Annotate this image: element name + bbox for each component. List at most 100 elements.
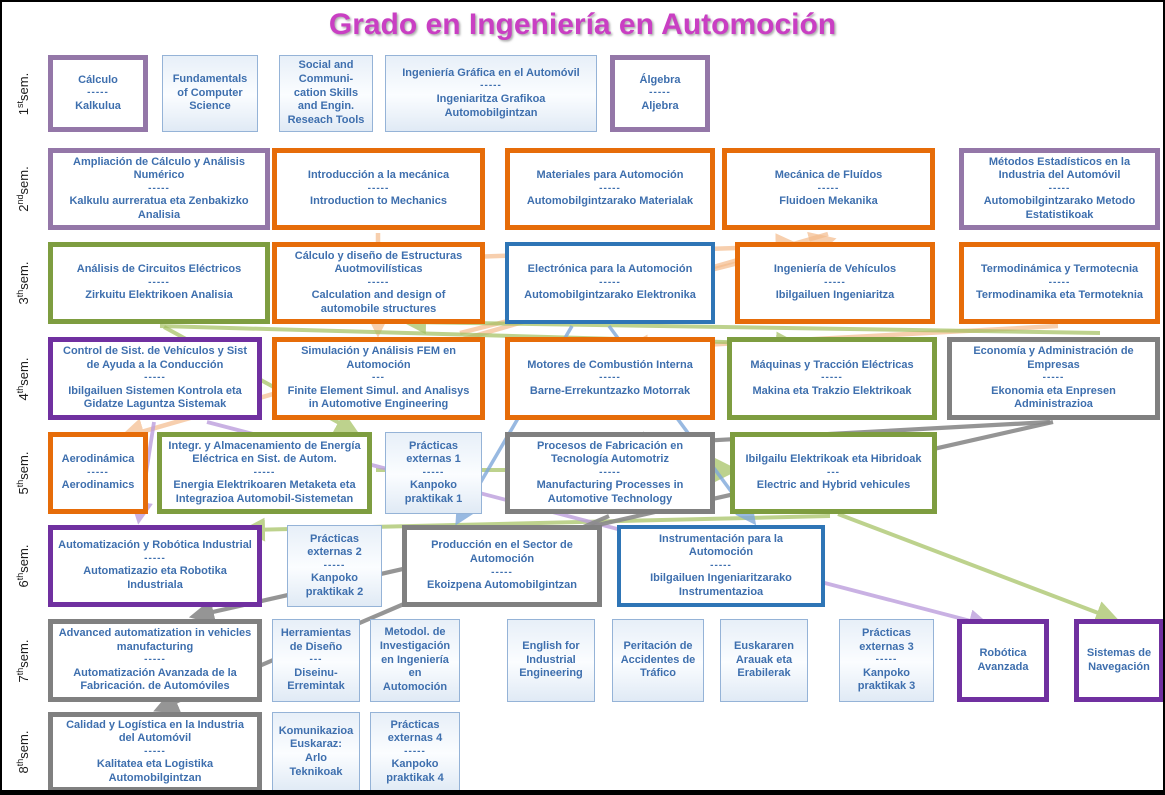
semester-label: 8thsem. [14, 730, 32, 774]
course-name: Kanpoko praktikak 1 [404, 479, 463, 505]
course-box: Peritación de Accidentes de Tráfico [612, 619, 704, 702]
course-box: Simulación y Análisis FEM en Automoción-… [272, 337, 485, 420]
course-name-separator: ----- [144, 745, 166, 757]
course-box: Máquinas y Tracción Eléctricas-----Makin… [727, 337, 937, 420]
course-name: Álgebra [639, 73, 681, 86]
course-name-separator: ----- [491, 566, 513, 578]
course-box: Aerodinámica-----Aerodinamics [48, 432, 148, 514]
course-box: Prácticas externas 1-----Kanpoko praktik… [385, 432, 482, 514]
course-name: Energia Elektrikoaren Metaketa eta Integ… [173, 479, 356, 505]
course-box: Euskararen Arauak eta Erabilerak [720, 619, 808, 702]
course-box: Ibilgailu Elektrikoak eta Hibridoak---El… [730, 432, 937, 514]
course-name: English for Industrial Engineering [519, 640, 583, 680]
course-name: Kanpoko praktikak 4 [386, 758, 444, 784]
course-name: Advanced automatization in vehicles manu… [58, 627, 252, 653]
semester-label: 4thsem. [14, 357, 32, 400]
course-name-separator: ----- [1048, 276, 1071, 288]
semester-label: 3thsem. [14, 261, 32, 305]
course-name: Procesos de Fabricación en Tecnología Au… [536, 439, 684, 466]
course-box: Termodinámica y Termotecnia-----Termodin… [959, 242, 1160, 324]
course-name: Calidad y Logística en la Industria del … [66, 718, 244, 745]
course-name: Fundamentals of Computer Science [172, 73, 248, 113]
course-name-separator: ----- [1042, 372, 1065, 384]
course-name: Kanpoko praktikak 2 [305, 572, 364, 598]
prerequisite-arrow [837, 512, 1120, 624]
course-box: Prácticas externas 2-----Kanpoko praktik… [287, 525, 382, 607]
course-name-separator: --- [309, 654, 323, 666]
course-name-separator: ----- [599, 372, 621, 384]
course-box: Cálculo y diseño de Estructuras Auotmovi… [272, 242, 485, 324]
course-box: Economía y Administración de Empresas---… [947, 337, 1160, 420]
course-name-separator: ----- [422, 466, 445, 478]
course-name: Diseinu-Erremintak [287, 666, 345, 693]
course-name-separator: ----- [599, 466, 621, 478]
course-name: Kalitatea eta Logistika Automobilgintzan [96, 758, 214, 784]
course-name: Calculation and design of automobile str… [311, 289, 446, 315]
course-box: Robótica Avanzada [957, 619, 1049, 702]
course-box: Métodos Estadísticos en la Industria del… [959, 148, 1160, 230]
course-box: Instrumentación para la Automoción-----I… [617, 525, 825, 607]
course-name: Prácticas externas 2 [307, 532, 362, 559]
course-box: Advanced automatization in vehicles manu… [48, 619, 262, 702]
course-name-separator: --- [372, 372, 385, 384]
course-box: Materiales para Automoción-----Automobil… [505, 148, 715, 230]
course-name: Robótica Avanzada [977, 646, 1029, 673]
course-name: Máquinas y Tracción Eléctricas [750, 358, 914, 371]
course-name: Aljebra [641, 99, 679, 112]
course-name: Fluidoen Mekanika [779, 195, 878, 208]
course-name-separator: ----- [144, 552, 166, 564]
course-name: Automatización Avanzada de la Fabricació… [73, 666, 237, 693]
course-name: Ingeniería Gráfica en el Automóvil [402, 66, 580, 79]
course-name: Barne-Errekuntzazko Motorrak [529, 384, 691, 397]
course-name: Kalkulu aurreratua eta Zenbakizko Analis… [69, 195, 249, 221]
course-name-separator: ----- [148, 276, 170, 288]
course-name-separator: ----- [824, 276, 846, 288]
course-name-separator: --- [827, 466, 840, 478]
course-name: Aerodinámica [61, 453, 135, 466]
semester-label: 2ndsem. [14, 166, 32, 212]
course-name: Ibilgailuen Ingeniaritza [775, 289, 895, 302]
course-name-separator: ----- [817, 182, 840, 194]
course-box: Introducción a la mecánica-----Introduct… [272, 148, 485, 230]
course-name-separator: ----- [367, 276, 390, 288]
course-name-separator: ----- [480, 80, 502, 92]
course-name-separator: ----- [87, 87, 109, 99]
course-name: Cálculo y diseño de Estructuras Auotmovi… [294, 249, 463, 276]
course-name: Automobilgintzarako Materialak [526, 195, 694, 208]
course-name: Instrumentación para la Automoción [658, 532, 784, 559]
semester-label: 5thsem. [14, 451, 32, 495]
course-box: Calidad y Logística en la Industria del … [48, 712, 262, 790]
course-box: Social and Communi-cation Skills and Eng… [279, 55, 373, 132]
course-box: Control de Sist. de Vehículos y Sist de … [48, 337, 262, 420]
course-box: Electrónica para la Automoción-----Autom… [505, 242, 715, 324]
course-name-separator: ----- [404, 745, 426, 757]
course-name: Electric and Hybrid vehicules [756, 479, 911, 492]
course-name: Ibilgailuen Sistemen Kontrola eta Gidatz… [68, 384, 242, 411]
course-name: Zirkuitu Elektrikoen Analisia [85, 289, 233, 302]
course-name: Ingeniería de Vehículos [773, 263, 897, 276]
course-name: Ekoizpena Automobilgintzan [427, 579, 577, 591]
course-name: Producción en el Sector de Automoción [431, 539, 573, 565]
course-name: Ekonomia eta Enpresen Administrazioa [991, 384, 1116, 411]
course-name: Sistemas de Navegación [1086, 646, 1152, 673]
course-name-separator: ----- [599, 182, 621, 194]
course-box: Producción en el Sector de Automoción---… [402, 525, 602, 607]
course-name: Kanpoko praktikak 3 [857, 666, 916, 693]
course-name: Ibilgailuen Ingeniaritzarako Instrumenta… [650, 572, 792, 598]
course-name: Motores de Combustión Interna [527, 358, 693, 371]
course-name: Introduction to Mechanics [310, 195, 447, 208]
course-name-separator: ----- [1048, 182, 1071, 194]
course-name-separator: ----- [253, 466, 276, 478]
course-box: Análisis de Circuitos Eléctricos-----Zir… [48, 242, 270, 324]
course-box: Ingeniería de Vehículos-----Ibilgailuen … [735, 242, 935, 324]
course-box: English for Industrial Engineering [507, 619, 595, 702]
course-name: Manufacturing Processes in Automotive Te… [536, 479, 684, 505]
course-name: Makina eta Trakzio Elektrikoak [752, 384, 912, 397]
course-name-separator: ----- [87, 466, 109, 478]
course-name: Métodos Estadísticos en la Industria del… [988, 155, 1131, 182]
course-name: Control de Sist. de Vehículos y Sist de … [63, 345, 247, 371]
course-name-separator: ----- [144, 654, 166, 666]
course-box: Cálculo-----Kalkulua [48, 55, 148, 132]
course-name: Automobilgintzarako Metodo Estatistikoak [983, 195, 1136, 221]
course-name: Cálculo [78, 73, 118, 86]
